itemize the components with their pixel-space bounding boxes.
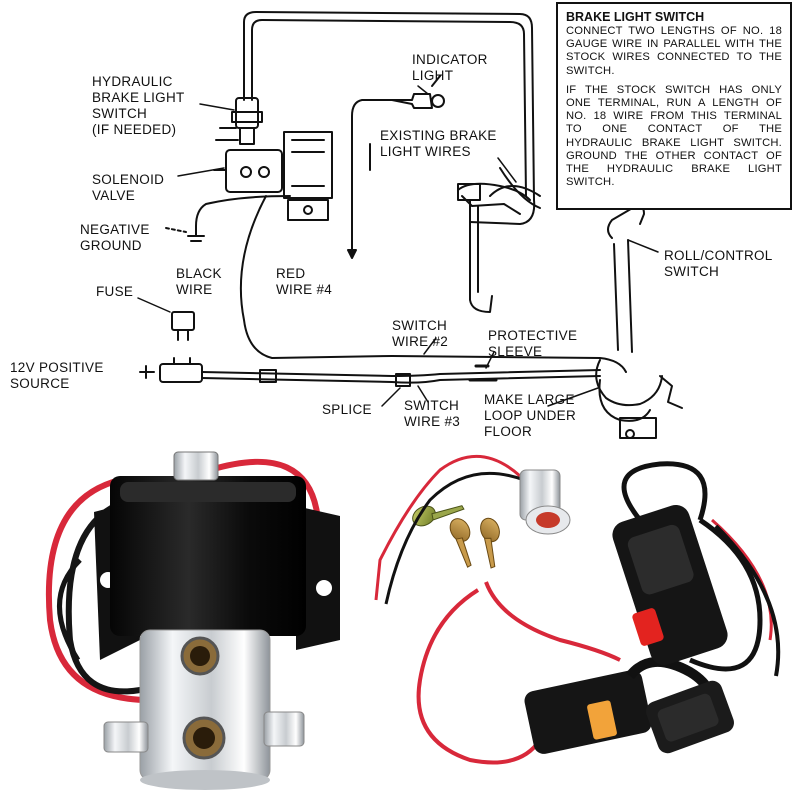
indicator-light-icon xyxy=(347,75,445,259)
hydraulic-leader xyxy=(199,103,235,111)
switch3-leader xyxy=(417,385,429,403)
splice-leader xyxy=(381,387,401,407)
label-splice: SPLICE xyxy=(322,402,372,417)
hydraulic-switch-icon xyxy=(215,97,263,145)
sleeve-leader xyxy=(485,351,495,369)
ground-leader xyxy=(165,227,187,233)
loop-leader xyxy=(547,387,599,407)
label-roll-control-switch: ROLL/CONTROL SWITCH xyxy=(664,248,773,279)
main-harness xyxy=(201,369,601,377)
top-loop-wire xyxy=(243,11,536,225)
label-make-large-loop: MAKE LARGE LOOP UNDER FLOOR xyxy=(484,392,577,439)
brake-wires-leader xyxy=(497,157,517,183)
note-paragraph-1: CONNECT TWO LENGTHS OF NO. 18 GAUGE WIRE… xyxy=(566,25,782,77)
label-switch-wire-2: SWITCH WIRE #2 xyxy=(392,318,449,349)
indicator-leader xyxy=(417,85,429,95)
label-black-wire: BLACK WIRE xyxy=(176,266,222,297)
splice-mark xyxy=(259,369,277,383)
label-positive-source: 12V POSITIVE SOURCE xyxy=(10,360,104,391)
red-wire-4 xyxy=(239,195,393,359)
note-title: BRAKE LIGHT SWITCH xyxy=(566,10,705,24)
label-fuse: FUSE xyxy=(96,284,134,299)
label-solenoid-valve: SOLENOID VALVE xyxy=(92,172,165,203)
main-harness-2 xyxy=(201,375,601,384)
brake-light-switch-note: BRAKE LIGHT SWITCH CONNECT TWO LENGTHS O… xyxy=(556,2,792,210)
solenoid-leader xyxy=(177,167,225,177)
switch2-leader xyxy=(423,337,437,355)
label-hydraulic-switch: HYDRAULIC BRAKE LIGHT SWITCH (IF NEEDED) xyxy=(92,74,185,137)
black-wire xyxy=(195,195,291,237)
label-red-wire: RED WIRE #4 xyxy=(276,266,333,297)
label-existing-brake-wires: EXISTING BRAKE LIGHT WIRES xyxy=(380,128,497,159)
label-indicator-light: INDICATOR LIGHT xyxy=(412,52,488,83)
roll-control-switch-icon xyxy=(595,204,683,439)
label-protective-sleeve: PROTECTIVE SLEEVE xyxy=(488,328,578,359)
roll-switch-leader xyxy=(627,239,659,253)
positive-connector-icon xyxy=(139,357,203,383)
protective-sleeve xyxy=(468,364,498,382)
brake-pedal-icon xyxy=(457,167,541,313)
switch-wire-2 xyxy=(391,355,627,373)
label-negative-ground: NEGATIVE GROUND xyxy=(80,222,150,253)
top-loop-wire-2 xyxy=(251,19,527,197)
fuse-icon xyxy=(171,311,195,341)
ground-symbol xyxy=(187,235,205,242)
note-paragraph-2: IF THE STOCK SWITCH HAS ONLY ONE TERMINA… xyxy=(566,83,782,189)
solenoid-valve-icon xyxy=(213,131,333,221)
fuse-leader xyxy=(137,297,171,313)
label-switch-wire-3: SWITCH WIRE #3 xyxy=(404,398,461,429)
splice-mark-2 xyxy=(395,373,411,387)
